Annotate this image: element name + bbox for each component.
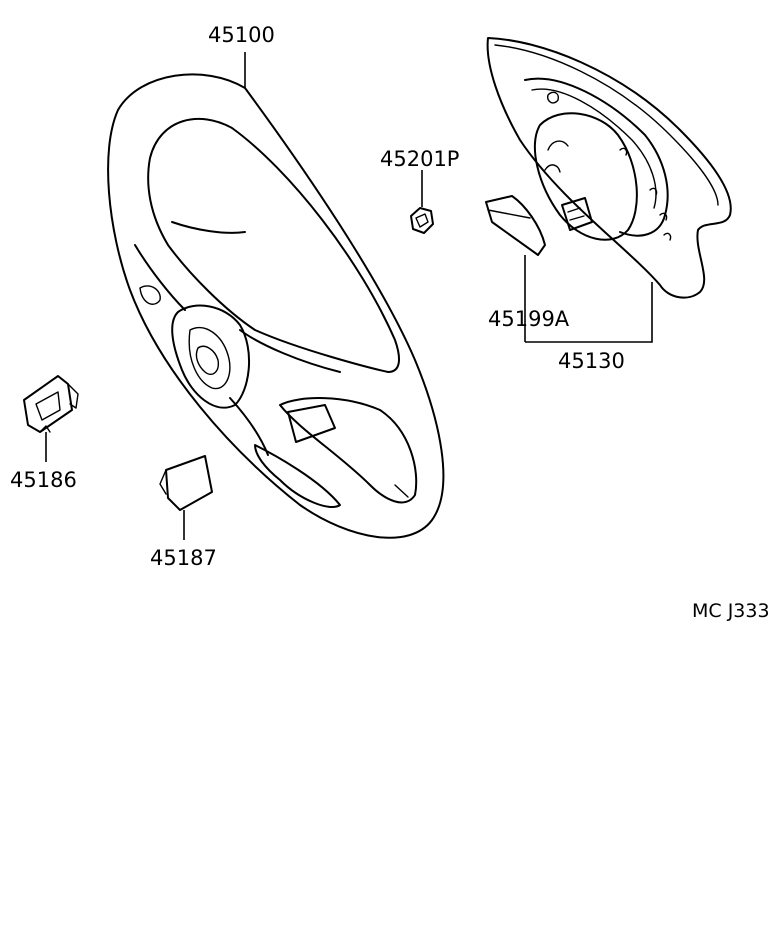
label-45100: 45100: [208, 23, 275, 47]
leader-45130: [525, 282, 653, 343]
reference-code: MC J333: [692, 600, 770, 622]
clip-drawing: [23, 375, 79, 433]
label-45187: 45187: [150, 546, 217, 570]
label-45199A: 45199A: [488, 307, 570, 331]
pad-assembly-drawing: [486, 37, 732, 299]
nut-drawing: [410, 207, 434, 234]
label-45186: 45186: [10, 468, 77, 492]
steering-wheel-drawing: [107, 73, 445, 539]
label-45130: 45130: [558, 349, 625, 373]
cover-drawing: [485, 195, 546, 256]
label-45201P: 45201P: [380, 147, 459, 171]
side-cover-drawing: [159, 455, 213, 511]
